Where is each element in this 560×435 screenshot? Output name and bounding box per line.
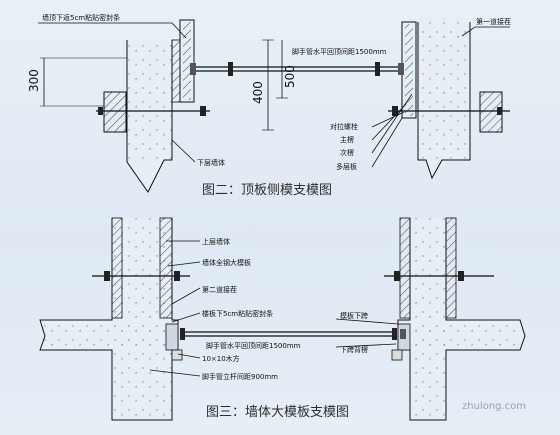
watermark-text: zhulong.com — [462, 401, 526, 412]
dim-500: 500 — [283, 65, 297, 88]
dim-300: 300 — [27, 69, 41, 92]
fig2-left-slab-edge — [171, 39, 181, 103]
fig2-left-plywood — [179, 19, 195, 103]
fig3-right-timber — [391, 349, 403, 361]
fig2-scaffold-pipe — [190, 62, 404, 76]
fig3-left-inner-form — [159, 217, 173, 319]
fig3-right-outer-form — [445, 217, 457, 319]
fig3-label-second-joint: 第二道接茬 — [202, 285, 237, 294]
fig3-label-spacing: 脚手管水平回顶间距1500mm — [206, 341, 301, 350]
fig2-label-spacing: 脚手管水平回顶间距1500mm — [292, 47, 387, 56]
fig3-label-lower-pipe: 下跨背楞 — [340, 345, 368, 354]
fig2-tie-bolts — [96, 106, 510, 116]
fig3-label-timber: 10×10木方 — [202, 354, 240, 363]
fig3-label-form-bottom: 模板下跨 — [340, 311, 368, 320]
fig3-left-timber — [171, 349, 183, 361]
fig3-caption: 图三：墙体大模板支模图 — [206, 405, 349, 420]
fig2-label-tie-bolt: 对拉螺栓 — [330, 122, 358, 131]
fig3-left-structure — [39, 217, 183, 421]
fig2-caption: 图二：顶板侧模支模图 — [202, 183, 332, 198]
fig2-label-first-joint: 第一道接茬 — [476, 17, 511, 26]
fig2-leaders — [38, 22, 510, 168]
dim-400: 400 — [251, 81, 265, 104]
fig3-right-inner-form — [399, 217, 411, 319]
fig2-right-wall — [401, 21, 503, 180]
fig3-label-pole-spacing: 脚手管立杆间距900mm — [202, 372, 278, 381]
fig3-right-structure — [391, 217, 526, 421]
fig3-scaffold-pipe — [180, 328, 406, 340]
fig2-left-outer-beam — [103, 91, 127, 133]
fig2-label-plywood: 多层板 — [336, 162, 357, 171]
fig3-tie-bolts — [92, 271, 494, 281]
fig2-label-lower-wall: 下层墙体 — [197, 158, 225, 167]
figure-2: 300 400 500 墙顶下返5cm粘贴密封条 第一道接茬 脚手管水平回顶间距… — [27, 13, 511, 198]
fig3-label-upper-wall: 上层墙体 — [202, 237, 230, 246]
fig3-label-strip: 楼板下5cm粘贴密封条 — [202, 309, 273, 318]
fig2-left-wall — [103, 19, 195, 193]
figure-3: 上层墙体 墙体全钢大模板 第二道接茬 楼板下5cm粘贴密封条 脚手管水平回顶间距… — [39, 217, 526, 421]
fig2-label-main-beam: 主楞 — [340, 135, 354, 144]
fig3-left-outer-form — [111, 217, 123, 319]
fig3-label-steel-form: 墙体全钢大模板 — [202, 258, 251, 267]
fig2-label-strip: 墙顶下返5cm粘贴密封条 — [42, 13, 120, 22]
fig2-label-secondary-beam: 次楞 — [340, 148, 354, 157]
fig3-leaders — [149, 240, 399, 377]
fig2-dimensions: 300 400 500 — [27, 39, 297, 131]
